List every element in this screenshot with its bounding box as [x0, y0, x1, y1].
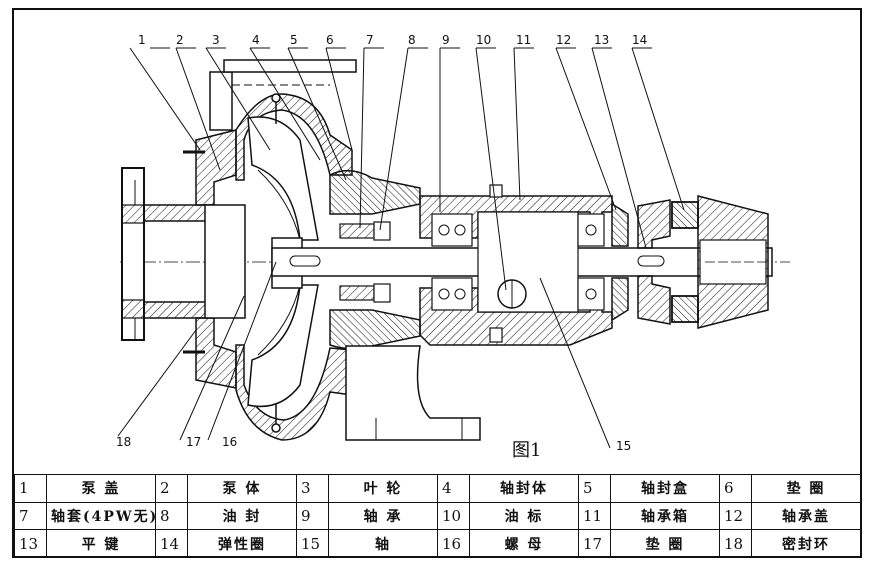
- part-number: 15: [296, 529, 329, 558]
- callout-17: 17: [186, 435, 201, 449]
- bearing-cover: [611, 202, 629, 322]
- part-number: 11: [578, 501, 611, 531]
- bearings: [431, 213, 605, 311]
- callout-13: 13: [594, 33, 609, 47]
- coupling: [637, 195, 770, 329]
- callout-7: 7: [366, 33, 374, 47]
- callout-1: 1: [138, 33, 146, 47]
- callout-labels: 1 2 3 4 5 6 7 8 9 10 11 12 13 14 15 16 1…: [116, 33, 647, 453]
- part-number: 18: [719, 529, 752, 558]
- callout-10: 10: [476, 33, 491, 47]
- part-number: 14: [155, 529, 188, 558]
- support-foot: [345, 345, 481, 441]
- callout-2: 2: [176, 33, 184, 47]
- inlet-flange: [121, 167, 215, 341]
- callout-11: 11: [516, 33, 531, 47]
- part-name: 螺 母: [469, 529, 579, 558]
- callout-3: 3: [212, 33, 220, 47]
- pump-cover: [183, 129, 246, 389]
- part-name: 叶 轮: [328, 474, 438, 503]
- part-name: 轴封体: [469, 474, 579, 503]
- part-number: 16: [437, 529, 470, 558]
- part-number: 17: [578, 529, 611, 558]
- part-number: 2: [155, 474, 188, 503]
- part-number: 9: [296, 501, 329, 531]
- part-name: 油 封: [187, 501, 297, 531]
- part-number: 4: [437, 474, 470, 503]
- part-name: 泵 体: [187, 474, 297, 503]
- part-name: 轴 承: [328, 501, 438, 531]
- part-name: 平 键: [46, 529, 156, 558]
- callout-12: 12: [556, 33, 571, 47]
- callout-14: 14: [632, 33, 647, 47]
- part-name: 垫 圈: [751, 474, 861, 503]
- part-number: 5: [578, 474, 611, 503]
- part-name: 轴承盖: [751, 501, 861, 531]
- callout-8: 8: [408, 33, 416, 47]
- leader-lines: [117, 47, 685, 449]
- part-name: 轴: [328, 529, 438, 558]
- callout-4: 4: [252, 33, 260, 47]
- part-number: 7: [14, 501, 47, 531]
- figure-caption: 图1: [512, 440, 541, 461]
- part-number: 8: [155, 501, 188, 531]
- part-number: 3: [296, 474, 329, 503]
- part-number: 12: [719, 501, 752, 531]
- callout-15: 15: [616, 439, 631, 453]
- part-name: 密封环: [751, 529, 861, 558]
- part-number: 13: [14, 529, 47, 558]
- part-name: 垫 圈: [610, 529, 720, 558]
- shaft-seal-housing: [329, 169, 421, 350]
- part-name: 轴封盒: [610, 474, 720, 503]
- part-name: 轴承箱: [610, 501, 720, 531]
- part-name: 弹性圈: [187, 529, 297, 558]
- part-number: 10: [437, 501, 470, 531]
- part-name: 轴套(4PW无): [46, 501, 156, 531]
- callout-9: 9: [442, 33, 450, 47]
- pump-section-drawing: 1 2 3 4 5 6 7 8 9 10 11 12 13 14 15 16 1…: [116, 33, 790, 461]
- callout-18: 18: [116, 435, 131, 449]
- callout-6: 6: [326, 33, 334, 47]
- part-name: 泵 盖: [46, 474, 156, 503]
- part-number: 1: [14, 474, 47, 503]
- callout-16: 16: [222, 435, 237, 449]
- part-name: 油 标: [469, 501, 579, 531]
- part-number: 6: [719, 474, 752, 503]
- callout-5: 5: [290, 33, 298, 47]
